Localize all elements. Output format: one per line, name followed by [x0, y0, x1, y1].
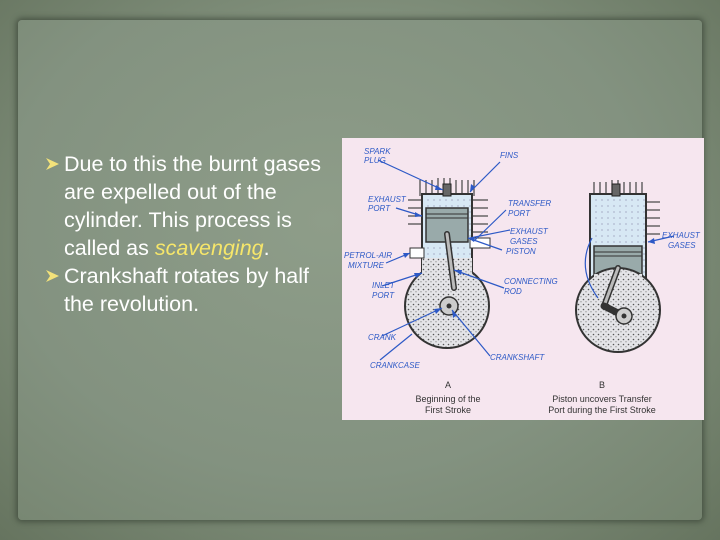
- bullet-text-end: .: [263, 236, 270, 260]
- bullet-item-scavenging: Due to this the burnt gases are expelled…: [46, 150, 336, 262]
- label-exhaust-gases-2: GASES: [510, 237, 538, 246]
- two-stroke-engine-diagram: SPARK PLUG FINS EXHAUST PORT TRANSFER PO…: [342, 138, 704, 420]
- label-crankcase: CRANKCASE: [370, 361, 420, 370]
- caption-b-letter: B: [599, 380, 605, 390]
- label-exhaust-gases-b-1: EXHAUST: [662, 231, 701, 240]
- bullet-list: Due to this the burnt gases are expelled…: [46, 150, 336, 318]
- caption-a-line1: Beginning of the: [415, 394, 480, 404]
- label-petrol-air-2: MIXTURE: [348, 261, 385, 270]
- label-inlet-port-1: INLET: [372, 281, 396, 290]
- engine-diagram-svg: SPARK PLUG FINS EXHAUST PORT TRANSFER PO…: [344, 147, 701, 415]
- caption-a-line2: First Stroke: [425, 405, 471, 415]
- label-exhaust-port-2: PORT: [368, 204, 391, 213]
- bullet-item-crankshaft: Crankshaft rotates by half the revolutio…: [46, 262, 336, 318]
- engine-a: [377, 159, 511, 361]
- engine-b: [575, 180, 675, 353]
- label-inlet-port-2: PORT: [372, 291, 395, 300]
- caption-a-letter: A: [445, 380, 451, 390]
- label-petrol-air-1: PETROL-AIR: [344, 251, 392, 260]
- label-transfer-port-2: PORT: [508, 209, 531, 218]
- bullet-highlight: scavenging: [154, 236, 264, 260]
- arrow-bullet-icon: [46, 270, 59, 282]
- label-crank: CRANK: [368, 333, 397, 342]
- label-crankshaft: CRANKSHAFT: [490, 353, 545, 362]
- bullet-text: Crankshaft rotates by half the revolutio…: [64, 264, 309, 316]
- caption-b-line2: Port during the First Stroke: [548, 405, 656, 415]
- bullet-text: Due to this the burnt gases are expelled…: [64, 152, 321, 260]
- label-exhaust-gases-b-2: GASES: [668, 241, 696, 250]
- label-transfer-port-1: TRANSFER: [508, 199, 551, 208]
- arrow-bullet-icon: [46, 158, 59, 170]
- label-exhaust-gases-1: EXHAUST: [510, 227, 549, 236]
- label-spark-2: PLUG: [364, 156, 386, 165]
- label-connecting-2: ROD: [504, 287, 522, 296]
- label-spark-1: SPARK: [364, 147, 391, 156]
- caption-b-line1: Piston uncovers Transfer: [552, 394, 652, 404]
- label-fins: FINS: [500, 151, 519, 160]
- label-connecting-1: CONNECTING: [504, 277, 558, 286]
- label-piston: PISTON: [506, 247, 536, 256]
- label-exhaust-port-1: EXHAUST: [368, 195, 407, 204]
